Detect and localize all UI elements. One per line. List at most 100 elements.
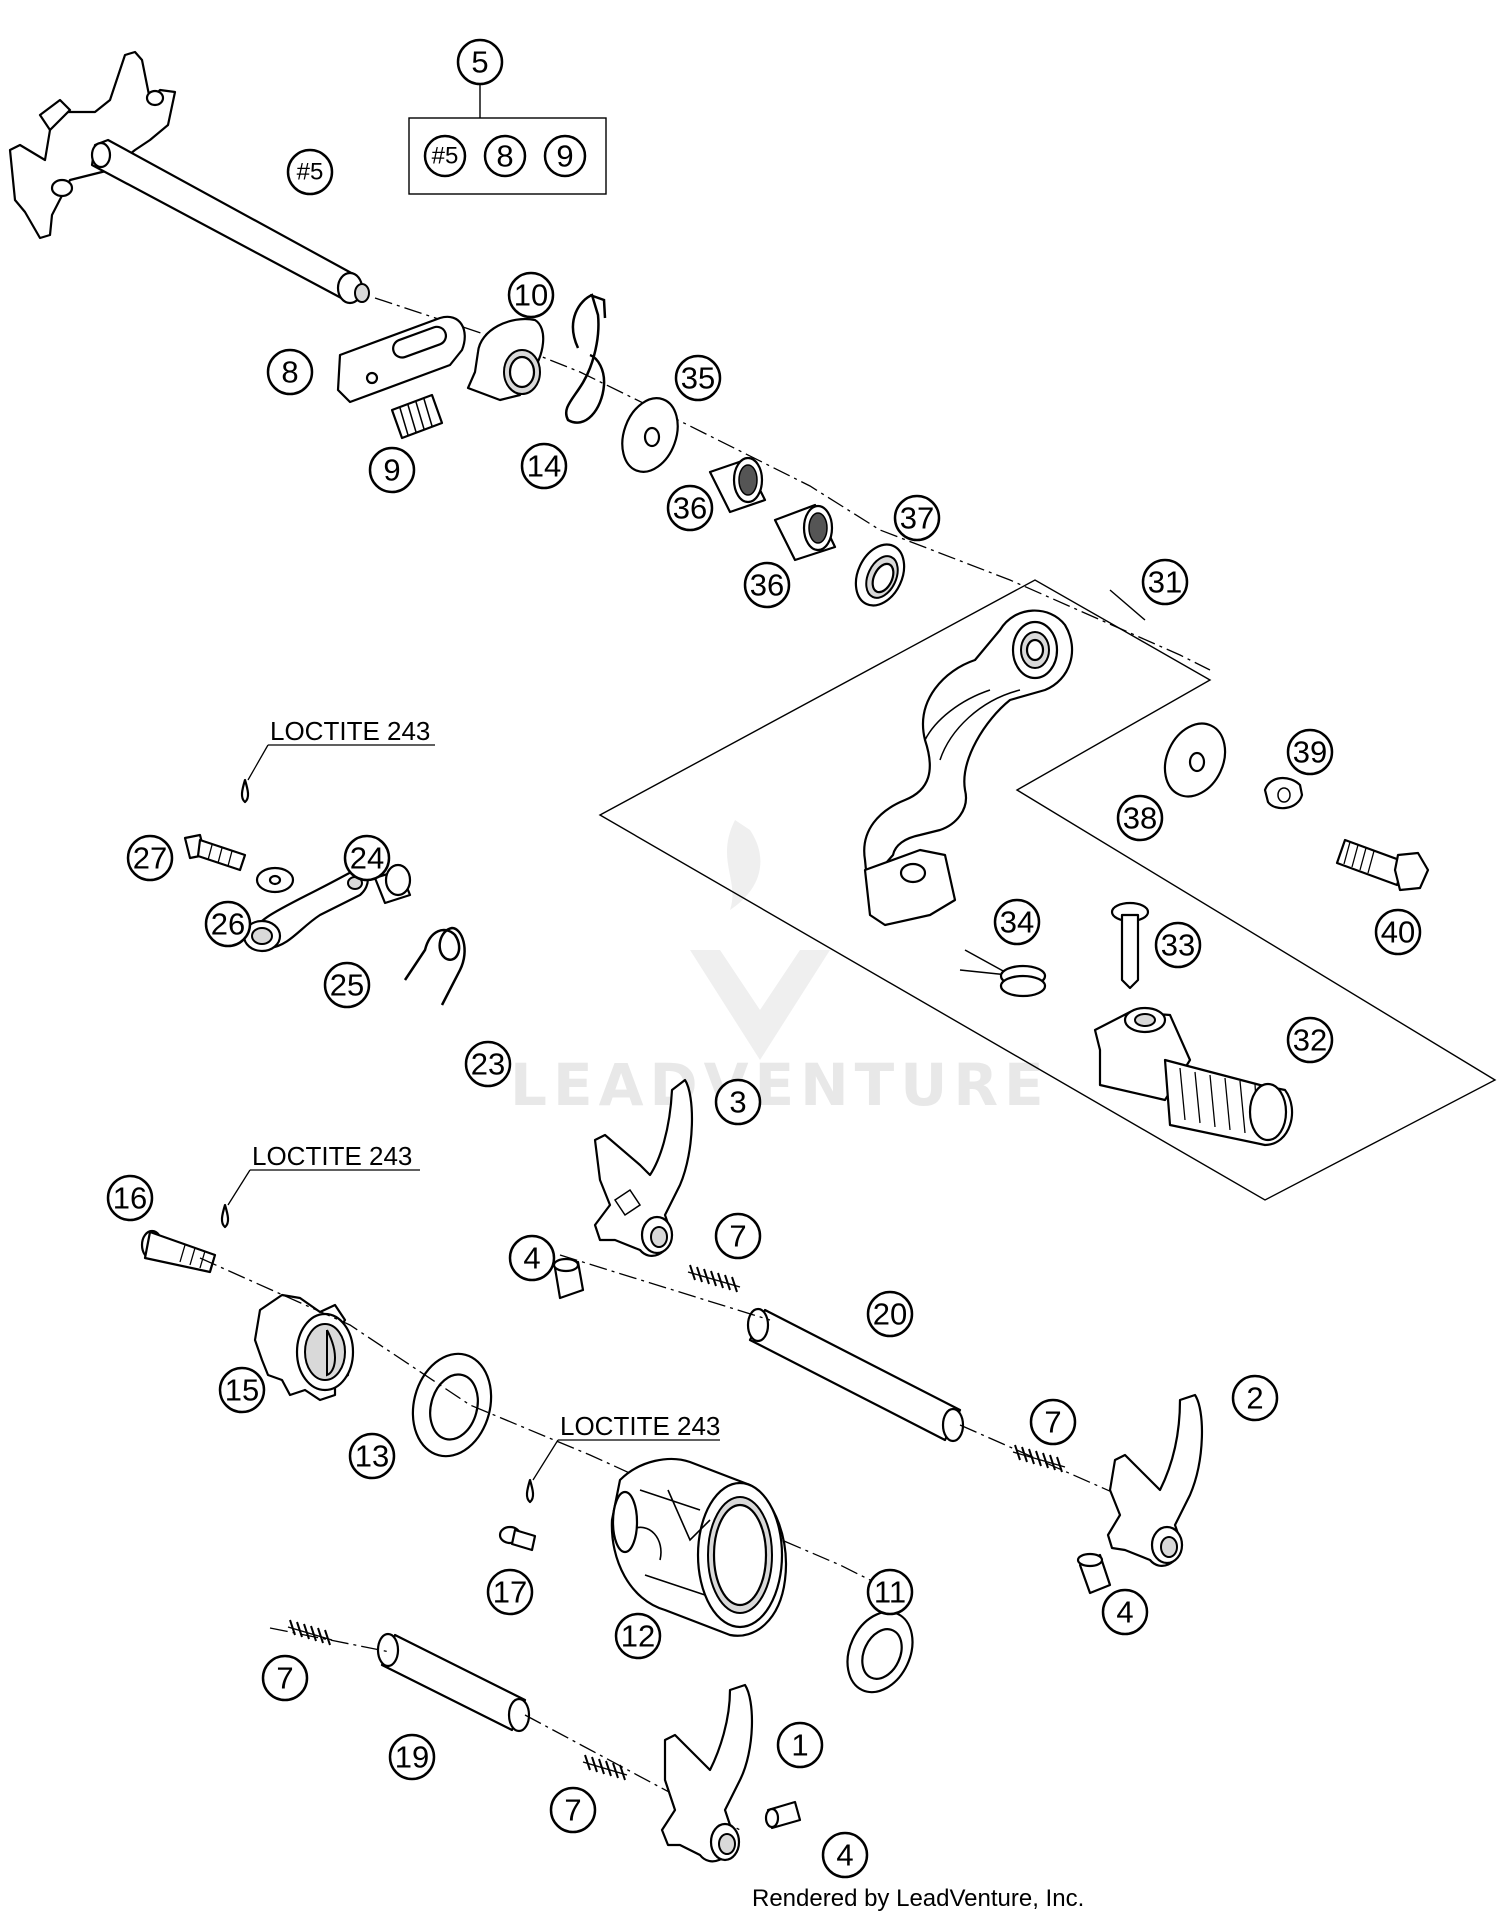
kit-frame	[408, 117, 607, 195]
return-spring	[959, 949, 1047, 998]
callout-35: 35	[674, 354, 722, 402]
callout-13: 13	[348, 1432, 396, 1480]
callout-40: 40	[1374, 908, 1422, 956]
loctite-drop-1	[240, 744, 435, 804]
screw-27	[183, 833, 247, 872]
svg-text:20: 20	[873, 1297, 907, 1332]
watermark: LEADVENTURE	[510, 820, 1044, 1119]
callout-7c: 7	[261, 1654, 309, 1702]
svg-text:7: 7	[564, 1793, 581, 1828]
plate	[336, 315, 466, 404]
washer-24	[255, 866, 295, 894]
svg-text:40: 40	[1381, 915, 1415, 950]
shift-tip	[1093, 1006, 1294, 1147]
svg-text:3: 3	[729, 1085, 746, 1120]
callout-36a: 36	[666, 484, 714, 532]
washer-38	[1163, 722, 1227, 798]
svg-text:#5: #5	[297, 159, 324, 186]
loctite-drop-2	[220, 1169, 420, 1229]
callout-23: 23	[464, 1040, 512, 1088]
svg-text:15: 15	[225, 1373, 259, 1408]
svg-text:36: 36	[673, 491, 707, 526]
callout-2: 2	[1231, 1374, 1279, 1422]
callout-16: 16	[106, 1174, 154, 1222]
screw-17	[498, 1525, 537, 1552]
fork-shaft-20	[746, 1307, 965, 1443]
spring-7d	[582, 1754, 628, 1781]
svg-text:7: 7	[729, 1219, 746, 1254]
loctite-note-2: LOCTITE 243	[252, 1141, 412, 1171]
svg-text:26: 26	[211, 907, 245, 942]
callout-34: 34	[993, 898, 1041, 946]
svg-text:4: 4	[836, 1838, 853, 1873]
callout-36b: 36	[743, 561, 791, 609]
svg-text:35: 35	[681, 361, 715, 396]
washer-11	[846, 1610, 914, 1694]
bolt-40	[1335, 838, 1430, 892]
svg-text:8: 8	[496, 139, 513, 174]
callout-8: 8	[266, 348, 314, 396]
oil-seal	[854, 543, 906, 607]
callout-31: 31	[1141, 558, 1189, 606]
callout-15: 15	[218, 1366, 266, 1414]
needle-bearing-1	[708, 456, 767, 514]
callout-32: 32	[1286, 1016, 1334, 1064]
callout-38: 38	[1116, 794, 1164, 842]
svg-text:33: 33	[1161, 928, 1195, 963]
kit-item-plate: 8	[483, 134, 527, 178]
spring-23	[403, 926, 466, 1006]
loctite-drop-3	[525, 1439, 720, 1504]
callout-12: 12	[614, 1612, 662, 1660]
callout-7d: 7	[549, 1786, 597, 1834]
guide-pin-a	[552, 1257, 585, 1300]
svg-text:#5: #5	[432, 143, 459, 170]
bushing	[466, 317, 545, 402]
svg-text:4: 4	[1116, 1595, 1133, 1630]
kit-item-shaft: #5	[423, 134, 467, 178]
callout-4b: 4	[1101, 1588, 1149, 1636]
footer-credit: Rendered by LeadVenture, Inc.	[752, 1885, 1084, 1912]
loctite-note-1: LOCTITE 243	[270, 716, 430, 746]
svg-text:36: 36	[750, 568, 784, 603]
callout-27: 27	[126, 834, 174, 882]
guide-pin-c	[764, 1800, 802, 1830]
callout-7a: 7	[714, 1212, 762, 1260]
shift-shaft	[8, 50, 370, 305]
svg-text:37: 37	[900, 501, 934, 536]
spring-7c	[287, 1619, 333, 1646]
callout-shaft: #5	[286, 148, 334, 196]
spring-small	[390, 393, 444, 440]
svg-text:7: 7	[276, 1661, 293, 1696]
callout-37: 37	[893, 494, 941, 542]
svg-text:32: 32	[1293, 1023, 1327, 1058]
svg-text:31: 31	[1148, 565, 1182, 600]
callout-33: 33	[1154, 921, 1202, 969]
shift-fork-3	[593, 1078, 694, 1257]
lock-washer	[1263, 777, 1304, 810]
svg-text:2: 2	[1246, 1381, 1263, 1416]
watermark-logo-icon	[690, 820, 830, 1060]
kit-item-spring: 9	[543, 134, 587, 178]
svg-text:9: 9	[383, 453, 400, 488]
svg-text:39: 39	[1293, 735, 1327, 770]
kit-callout: 5	[456, 38, 504, 86]
kit-box	[408, 85, 607, 195]
callout-11: 11	[866, 1568, 914, 1616]
fork-shaft-19	[376, 1632, 531, 1733]
shift-lever	[863, 609, 1074, 927]
svg-text:8: 8	[281, 355, 298, 390]
callout-1: 1	[776, 1721, 824, 1769]
svg-text:5: 5	[471, 45, 488, 80]
callout-10: 10	[507, 271, 555, 319]
svg-text:19: 19	[395, 1740, 429, 1775]
shift-drum	[610, 1458, 787, 1637]
callout-19: 19	[388, 1733, 436, 1781]
spring-7a	[687, 1264, 741, 1293]
svg-text:7: 7	[1044, 1405, 1061, 1440]
svg-text:14: 14	[527, 449, 561, 484]
callout-26: 26	[204, 900, 252, 948]
svg-text:17: 17	[493, 1575, 527, 1610]
svg-text:25: 25	[330, 968, 364, 1003]
callout-9: 9	[368, 446, 416, 494]
washer-13	[411, 1352, 493, 1458]
